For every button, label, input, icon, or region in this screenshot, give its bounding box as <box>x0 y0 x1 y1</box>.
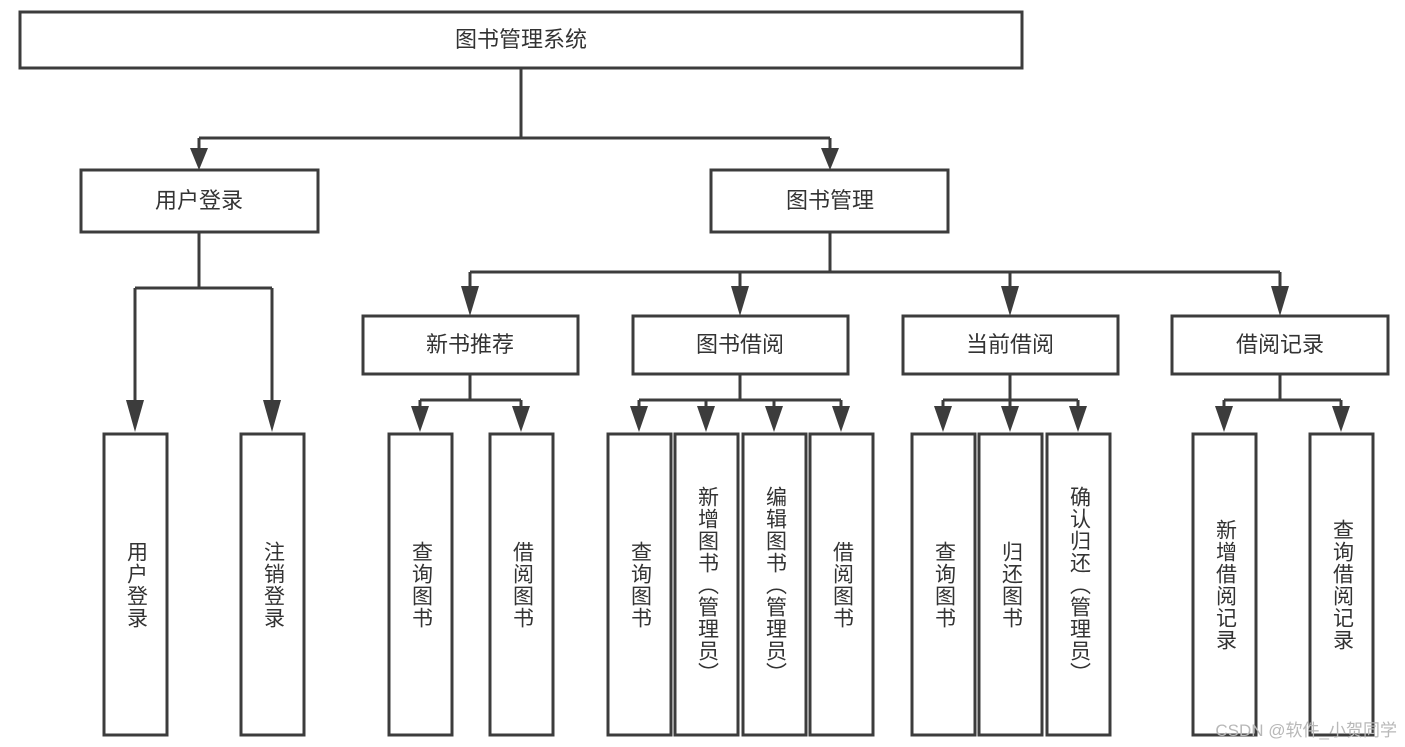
arrow-to-user-login <box>190 148 208 170</box>
node-current-borrow-label: 当前借阅 <box>966 332 1054 357</box>
node-leaf-query-record-box[interactable] <box>1308 432 1375 737</box>
node-book-manage-label: 图书管理 <box>786 188 874 213</box>
arrow-to-leaf-return-book <box>1001 406 1019 432</box>
node-leaf-add-book-box[interactable] <box>673 432 740 737</box>
arrow-to-borrow-record <box>1271 286 1289 316</box>
node-leaf-query-book-borrow-box[interactable] <box>606 432 673 737</box>
node-book-borrow-box[interactable] <box>631 314 850 376</box>
arrow-to-book-borrow <box>731 286 749 316</box>
node-borrow-record-label: 借阅记录 <box>1236 332 1324 357</box>
arrow-to-leaf-query-book-rec <box>411 406 429 432</box>
node-leaf-query-book-cur-box[interactable] <box>910 432 977 737</box>
node-root-box[interactable] <box>18 10 1024 70</box>
node-new-book-rec-box[interactable] <box>361 314 580 376</box>
arrow-to-leaf-logout <box>263 400 281 432</box>
arrow-to-leaf-edit-book <box>765 406 783 432</box>
arrow-to-leaf-query-record <box>1332 406 1350 432</box>
node-leaf-borrow-book-rec-box[interactable] <box>488 432 555 737</box>
arrow-to-new-book-rec <box>461 286 479 316</box>
arrow-to-current-borrow <box>1001 286 1019 316</box>
node-labels: 图书管理系统 用户登录 图书管理 新书推荐 图书借阅 当前借阅 借阅记录 <box>155 27 1324 357</box>
node-leaf-edit-book-box[interactable] <box>741 432 808 737</box>
node-new-book-rec-label: 新书推荐 <box>426 332 514 357</box>
csdn-watermark: CSDN @软件_小贺同学 <box>1215 721 1397 740</box>
node-leaf-logout-box[interactable] <box>239 432 306 737</box>
node-user-login-box[interactable] <box>79 168 320 234</box>
arrow-to-leaf-add-record <box>1215 406 1233 432</box>
arrow-to-leaf-query-book-cur <box>934 406 952 432</box>
arrow-to-leaf-confirm-return <box>1069 406 1087 432</box>
arrow-to-leaf-user-login <box>126 400 144 432</box>
connector-lines <box>126 68 1350 432</box>
node-root-label: 图书管理系统 <box>455 27 587 52</box>
arrow-to-book-manage <box>821 148 839 170</box>
arrow-to-leaf-query-book-borrow <box>630 406 648 432</box>
node-leaf-add-record-box[interactable] <box>1191 432 1258 737</box>
node-boxes <box>18 10 1390 737</box>
node-book-borrow-label: 图书借阅 <box>696 332 784 357</box>
node-book-manage-box[interactable] <box>709 168 950 234</box>
arrow-to-leaf-add-book <box>697 406 715 432</box>
node-user-login-label: 用户登录 <box>155 188 243 213</box>
arrow-to-leaf-borrow-book-rec <box>512 406 530 432</box>
node-leaf-return-book-box[interactable] <box>977 432 1044 737</box>
node-leaf-user-login-box[interactable] <box>102 432 169 737</box>
node-leaf-confirm-return-box[interactable] <box>1045 432 1112 737</box>
arrow-to-leaf-borrow-book <box>832 406 850 432</box>
node-leaf-query-book-rec-box[interactable] <box>387 432 454 737</box>
node-current-borrow-box[interactable] <box>901 314 1120 376</box>
node-leaf-borrow-book-box[interactable] <box>808 432 875 737</box>
node-borrow-record-box[interactable] <box>1170 314 1390 376</box>
